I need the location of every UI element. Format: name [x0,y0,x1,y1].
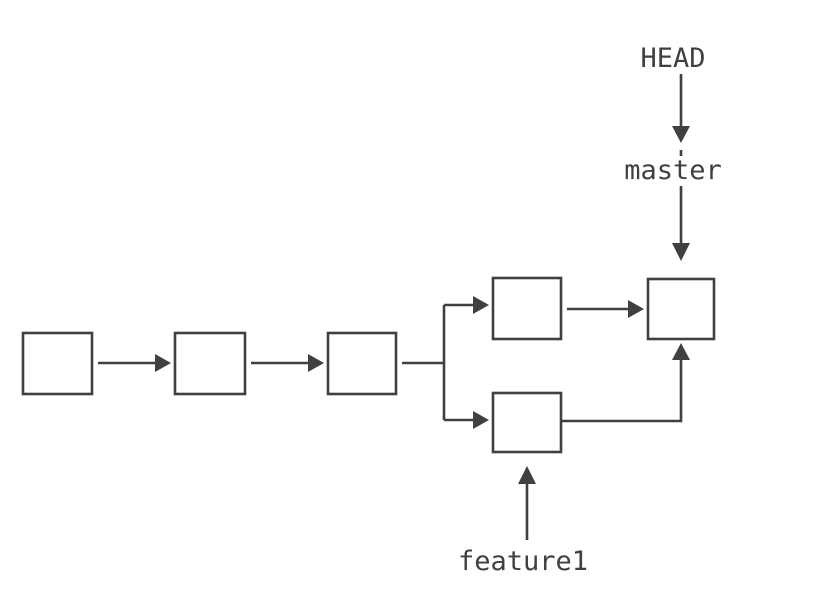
ref-label-head[interactable]: HEAD [640,43,705,74]
commit-node-c5[interactable] [491,391,563,454]
commit-node-c2[interactable] [173,331,247,396]
commit-node-c1[interactable] [21,331,94,396]
arrow-head-c2-to-c3 [308,354,324,372]
commit-node-c6[interactable] [646,277,716,341]
arrow-head-master-to-c6 [672,243,690,261]
head-label-halo [636,44,712,74]
edge-c5-to-c6-merge [561,358,683,423]
commit-node-c3[interactable] [326,331,398,396]
arrow-head-c1-to-c2 [155,354,171,372]
commit-node-c4[interactable] [491,276,563,341]
ref-label-master[interactable]: master [624,155,722,186]
arrow-head-c3-to-c4 [473,296,489,314]
arrow-head-c5-to-c6-merge [672,343,690,360]
arrow-head-c4-to-c6 [628,300,644,318]
arrow-head-c3-to-c5 [473,411,489,429]
arrow-head-feature1-to-c5 [518,466,536,484]
master-label-halo [620,156,728,186]
feature1-label-halo [452,547,594,577]
arrow-head-head-to-master [672,126,690,143]
ref-label-feature1[interactable]: feature1 [458,546,588,577]
